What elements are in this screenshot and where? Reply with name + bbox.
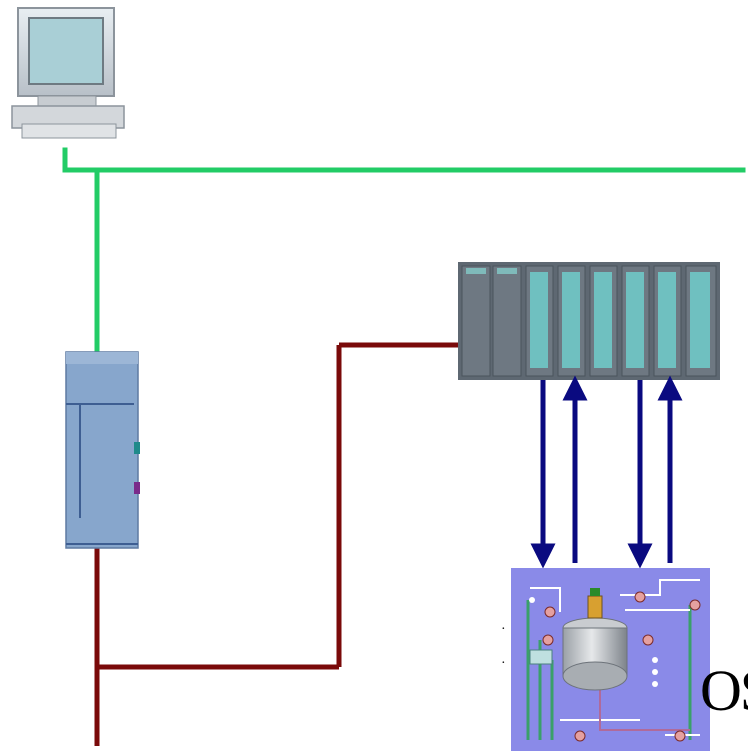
plc-modules [461, 265, 717, 377]
ethernet-line [62, 147, 746, 355]
text-fragment-dot: · [501, 656, 506, 671]
network-gateway-device-icon [65, 351, 140, 549]
fieldbus-line [94, 342, 461, 746]
computer-workstation-icon [11, 7, 125, 139]
io-arrows [530, 375, 683, 569]
text-fragment-dot: · [501, 622, 506, 637]
process-plant-reactor-icon [511, 568, 710, 751]
text-fragment-os: OS [700, 658, 748, 723]
plc-rack-icon [458, 262, 720, 380]
